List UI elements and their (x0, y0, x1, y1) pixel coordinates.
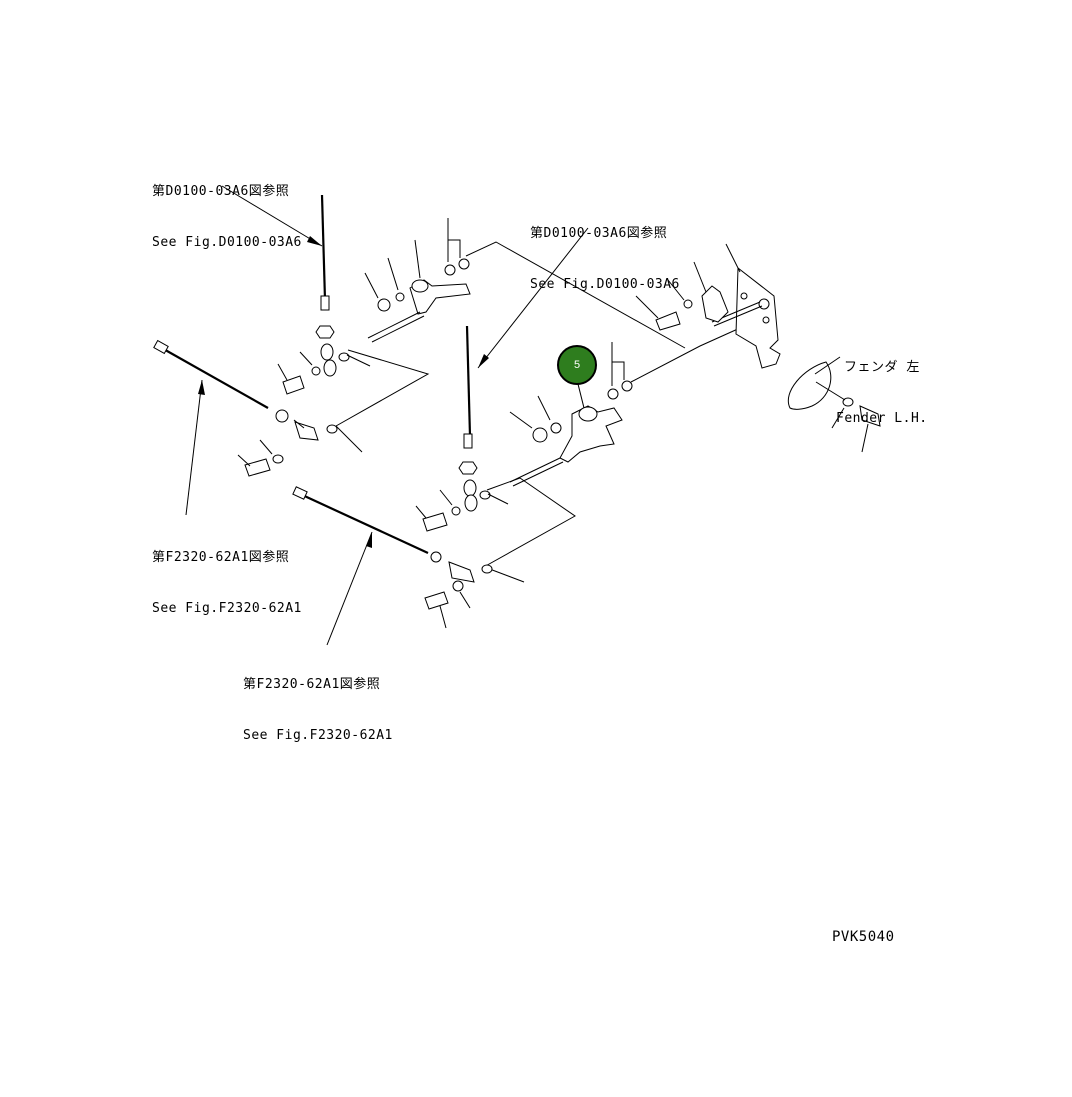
reference-arrows (185, 185, 841, 646)
fender-label-en: Fender L.H. (836, 411, 928, 426)
ref-label-en: See Fig.F2320-62A1 (152, 601, 302, 616)
center-linkage (415, 325, 741, 583)
ref-label-en: See Fig.D0100-03A6 (530, 277, 680, 292)
ref-label-jp: 第D0100-03A6図参照 (152, 184, 290, 199)
fender-label-jp: フェンダ 左 (844, 360, 920, 375)
ref-label-jp: 第D0100-03A6図参照 (530, 226, 668, 241)
ref-label-top-center: 第D0100-03A6図参照 See Fig.D0100-03A6 (530, 191, 680, 310)
ref-label-mid-left: 第F2320-62A1図参照 See Fig.F2320-62A1 (152, 515, 302, 634)
right-bracket (635, 243, 881, 453)
ref-label-en: See Fig.F2320-62A1 (243, 728, 393, 743)
part-number: 5 (573, 359, 581, 371)
ref-label-en: See Fig.D0100-03A6 (152, 235, 302, 250)
part-callout-button[interactable]: 5 (557, 345, 597, 385)
ref-label-top-left: 第D0100-03A6図参照 See Fig.D0100-03A6 (152, 149, 302, 268)
upper-linkage (277, 194, 686, 453)
ref-label-jp: 第F2320-62A1図参照 (152, 550, 290, 565)
drawing-code: PVK5040 (832, 929, 895, 945)
fender-label: フェンダ 左 Fender L.H. (836, 325, 928, 444)
ref-label-jp: 第F2320-62A1図参照 (243, 677, 381, 692)
lower-rod (292, 486, 493, 629)
left-rod (153, 339, 338, 477)
ref-label-bottom: 第F2320-62A1図参照 See Fig.F2320-62A1 (243, 642, 393, 761)
